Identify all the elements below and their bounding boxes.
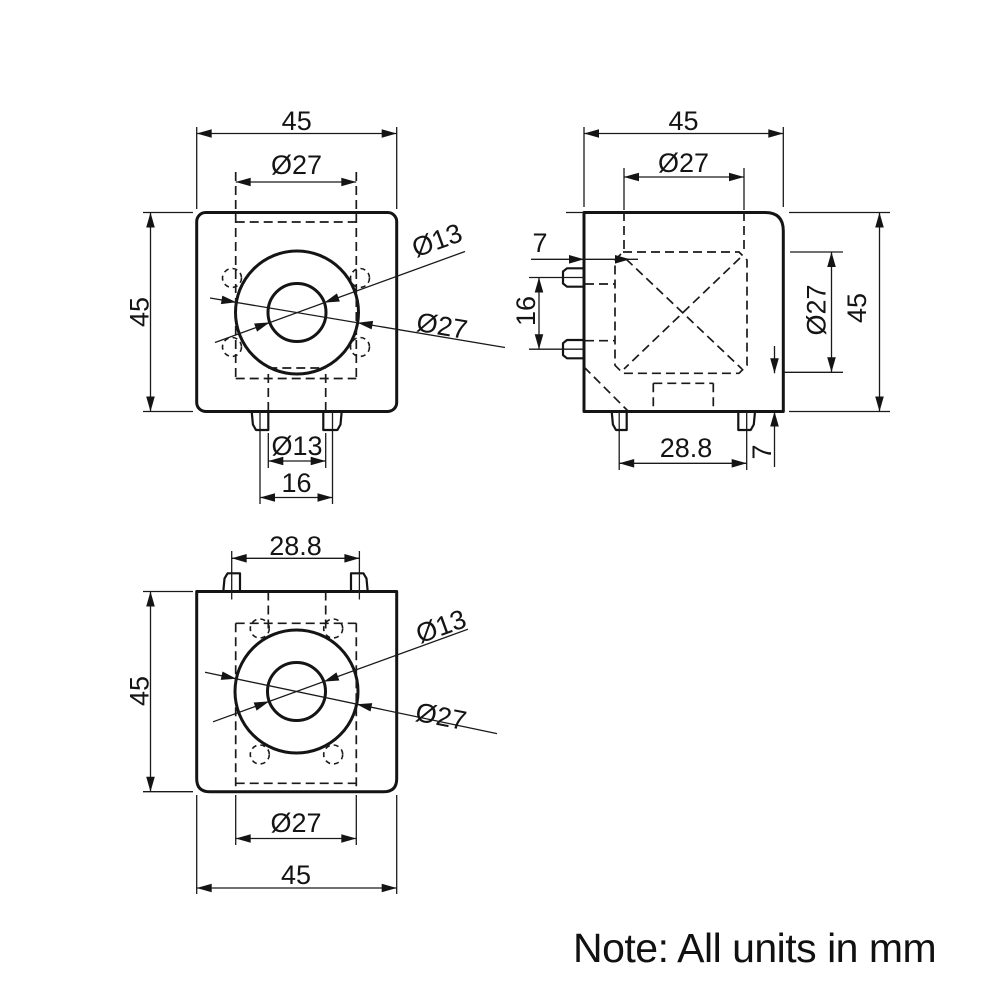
arrowhead	[584, 129, 599, 138]
arrowhead	[146, 591, 155, 607]
arrowhead	[235, 834, 251, 843]
hidden-line	[625, 258, 743, 370]
side-tab-bottom-left	[610, 411, 628, 432]
arrowhead	[356, 703, 373, 712]
arrowhead	[196, 883, 212, 893]
arrowhead	[310, 456, 326, 466]
hidden-line	[623, 257, 741, 370]
arrowhead	[534, 277, 544, 293]
arrowhead	[146, 776, 155, 792]
arrowhead	[770, 358, 779, 374]
arrowhead	[770, 411, 779, 427]
bottom-height-label: 45	[125, 676, 155, 706]
side-counterbore-top-label: Ø27	[658, 148, 709, 178]
arrowhead	[381, 129, 397, 138]
bottom-tab-spacing-label: 28.8	[269, 531, 322, 561]
front-bolt-hole	[221, 267, 243, 289]
side-tab-spacing-left-label: 16	[511, 296, 541, 326]
front-tab-left	[250, 411, 270, 432]
arrowhead	[317, 493, 333, 502]
hidden-lines	[234, 172, 745, 792]
bottom-counterbore-circle	[233, 628, 360, 755]
front-body-outline	[195, 211, 399, 413]
arrowhead	[220, 295, 237, 305]
front-hole-circle	[266, 282, 328, 343]
arrowhead	[768, 129, 784, 138]
side-depth-left-label: 7	[532, 228, 547, 258]
side-counterbore-right-label: Ø27	[802, 284, 832, 335]
bottom-body-outline	[195, 590, 399, 794]
front-bolt-hole	[349, 267, 371, 289]
side-tab-bottom-right	[737, 411, 757, 432]
arrowhead	[324, 293, 340, 303]
bottom-bolt-hole	[322, 618, 344, 639]
side-tab-spacing-bottom-label: 28.8	[660, 433, 713, 463]
arrowhead	[827, 357, 836, 373]
arrowhead	[875, 396, 884, 412]
bottom-bolt-hole	[249, 744, 271, 765]
arrowhead	[534, 334, 544, 350]
front-slot-hole-label: Ø13	[271, 431, 322, 461]
arrowhead	[260, 493, 275, 502]
arrowhead	[268, 456, 284, 466]
front-counterbore-top-label: Ø27	[271, 150, 322, 180]
bottom-counterbore-bottom-label: Ø27	[270, 808, 321, 838]
front-hole-leader-label: Ø13	[408, 218, 466, 264]
dimension-labels: 45 Ø27 45 Ø13 Ø27 Ø13 16 45 Ø27 7 16 Ø27…	[125, 106, 873, 890]
front-tab-spacing-label: 16	[281, 468, 311, 498]
arrowhead	[323, 672, 340, 682]
arrowhead	[254, 322, 270, 332]
hidden-line	[583, 366, 630, 413]
dimension-lines	[143, 127, 890, 894]
dimension-line	[204, 671, 498, 735]
arrowhead	[220, 671, 237, 680]
side-height-label: 45	[842, 293, 872, 323]
arrowhead	[357, 320, 374, 330]
bottom-tab-left	[222, 572, 242, 592]
front-view	[195, 211, 399, 432]
front-tab-right	[322, 411, 343, 432]
arrowhead	[344, 554, 360, 563]
side-width-label: 45	[668, 106, 698, 136]
bottom-tab-right	[349, 572, 369, 592]
arrowhead	[196, 129, 212, 138]
arrowhead	[341, 177, 357, 187]
arrowhead	[624, 172, 639, 182]
dimension-line	[209, 297, 506, 349]
arrowhead	[729, 172, 744, 182]
bottom-bolt-hole	[322, 744, 344, 765]
arrowhead	[341, 834, 357, 843]
bottom-bolt-hole	[249, 618, 271, 639]
side-body-outline	[582, 211, 785, 413]
arrowhead	[235, 177, 251, 187]
arrowhead	[381, 883, 397, 893]
front-width-label: 45	[282, 106, 312, 136]
front-height-label: 45	[125, 297, 155, 327]
arrowhead	[231, 554, 247, 563]
bottom-hole-circle	[266, 661, 327, 722]
bottom-counterbore-leader-label: Ø27	[413, 697, 469, 736]
bottom-width-label: 45	[281, 860, 311, 890]
arrowhead	[731, 459, 747, 468]
arrowhead	[569, 255, 584, 264]
arrowhead	[253, 701, 270, 711]
bottom-view	[195, 572, 399, 794]
front-counterbore-leader-label: Ø27	[414, 307, 469, 345]
arrowhead	[619, 459, 635, 468]
arrowhead	[146, 212, 155, 228]
front-bolt-hole	[221, 336, 243, 358]
bottom-hole-leader-label: Ø13	[412, 604, 470, 650]
arrowhead	[827, 252, 836, 267]
side-depth-bottom-label: 7	[747, 444, 777, 459]
arrowhead	[146, 396, 155, 412]
arrowhead	[875, 212, 884, 228]
dimension-arrowheads	[146, 129, 884, 893]
front-bolt-hole	[349, 336, 371, 358]
units-note: Note: All units in mm	[573, 925, 936, 971]
side-profile-hidden-square	[614, 251, 748, 375]
arrowhead	[615, 255, 630, 264]
